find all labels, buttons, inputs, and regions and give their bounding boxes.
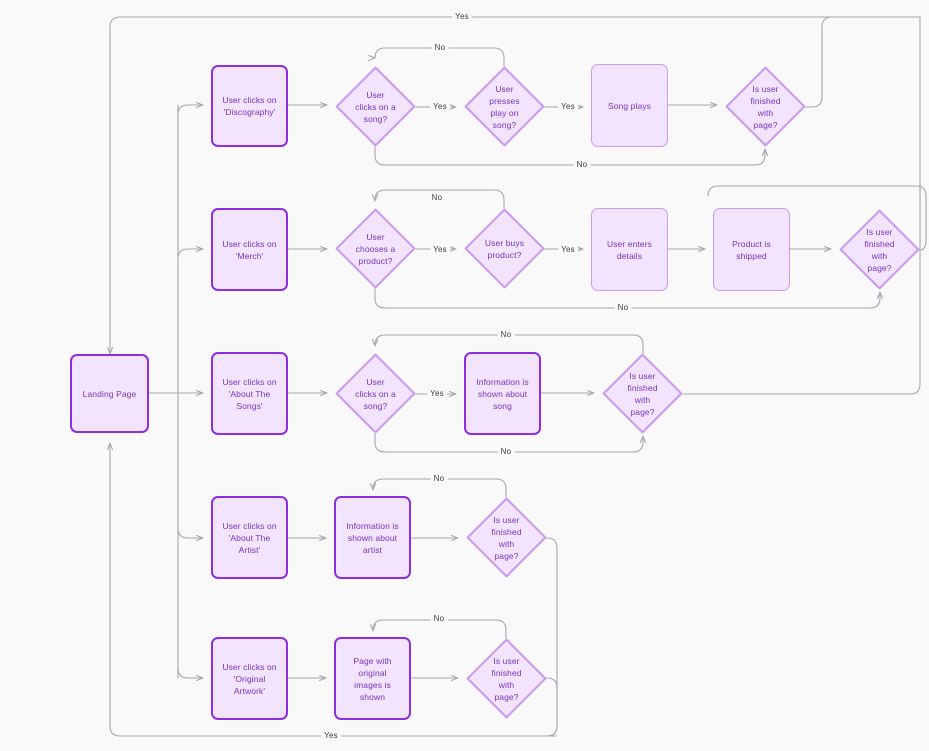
edge-label-r1-yes-1: Yes (430, 102, 450, 112)
node-is-user-finished-4[interactable]: Is user finished with page? (466, 497, 547, 578)
diamond-shape (464, 66, 545, 147)
node-user-clicks-about-the-songs-label: User clicks on 'About The Songs' (222, 376, 277, 411)
node-product-is-shipped-label: Product is shipped (732, 238, 771, 261)
node-user-chooses-a-product[interactable]: User chooses a product? (335, 208, 416, 289)
node-is-user-finished-1-label: Is user finished with page? (750, 83, 781, 130)
node-song-plays[interactable]: Song plays (591, 64, 668, 147)
node-user-clicks-about-the-artist[interactable]: User clicks on 'About The Artist' (211, 496, 288, 579)
node-information-shown-about-artist-label: Information is shown about artist (346, 520, 399, 555)
diamond-shape (602, 353, 683, 434)
diamond-shape (725, 66, 806, 147)
node-is-user-finished-4-label: Is user finished with page? (491, 514, 522, 561)
node-user-clicks-original-artwork[interactable]: User clicks on 'Original Artwork' (211, 637, 288, 720)
diamond-shape (464, 208, 545, 289)
node-landing-page-label: Landing Page (82, 388, 137, 399)
node-user-enters-details-label: User enters details (606, 238, 653, 261)
node-information-shown-about-song-label: Information is shown about song (476, 376, 529, 411)
diamond-shape (839, 209, 920, 290)
node-landing-page[interactable]: Landing Page (70, 354, 149, 433)
node-is-user-finished-2-label: Is user finished with page? (864, 226, 895, 273)
edge-label-r2-no-top: No (428, 193, 446, 203)
node-is-user-finished-2[interactable]: Is user finished with page? (839, 209, 920, 290)
edge-label-r5-no-top: No (430, 614, 448, 624)
diamond-shape (335, 208, 416, 289)
diamond-shape (335, 353, 416, 434)
node-user-clicks-about-the-artist-label: User clicks on 'About The Artist' (222, 520, 277, 555)
node-user-clicks-discography[interactable]: User clicks on 'Discography' (211, 65, 288, 147)
node-is-user-finished-5-label: Is user finished with page? (491, 655, 522, 702)
node-user-presses-play-label: User presses play on song? (489, 83, 520, 130)
diamond-shape (466, 638, 547, 719)
edge-label-r1-yes-2: Yes (558, 102, 578, 112)
edge-label-r3-no-bottom: No (497, 447, 515, 457)
node-is-user-finished-3-label: Is user finished with page? (627, 370, 658, 417)
edge-label-r2-yes-1: Yes (430, 245, 450, 255)
node-information-shown-about-artist[interactable]: Information is shown about artist (334, 496, 411, 579)
node-user-buys-product-label: User buys product? (484, 237, 525, 260)
node-is-user-finished-1[interactable]: Is user finished with page? (725, 66, 806, 147)
node-is-user-finished-5[interactable]: Is user finished with page? (466, 638, 547, 719)
node-user-clicks-on-a-song-1[interactable]: User clicks on a song? (335, 66, 416, 147)
edge-label-outer-yes-bottom: Yes (321, 731, 341, 741)
node-user-clicks-merch[interactable]: User clicks on 'Merch' (211, 208, 288, 291)
node-user-buys-product[interactable]: User buys product? (464, 208, 545, 289)
node-user-presses-play[interactable]: User presses play on song? (464, 66, 545, 147)
node-song-plays-label: Song plays (607, 100, 652, 111)
node-user-clicks-discography-label: User clicks on 'Discography' (222, 95, 277, 117)
node-information-shown-about-song[interactable]: Information is shown about song (464, 352, 541, 435)
node-user-clicks-on-a-song-2[interactable]: User clicks on a song? (335, 353, 416, 434)
node-page-with-original-images-label: Page with original images is shown (353, 655, 392, 702)
edge-label-r1-no-top: No (431, 43, 449, 53)
edge-label-r2-no-bottom: No (614, 303, 632, 313)
node-user-clicks-on-a-song-1-label: User clicks on a song? (355, 89, 396, 124)
edge-label-r3-no-top: No (497, 330, 515, 340)
node-user-clicks-merch-label: User clicks on 'Merch' (222, 238, 277, 261)
edge-label-r4-no-top: No (430, 474, 448, 484)
edge-label-r2-yes-2: Yes (558, 245, 578, 255)
node-user-clicks-on-a-song-2-label: User clicks on a song? (355, 376, 396, 411)
node-product-is-shipped[interactable]: Product is shipped (713, 208, 790, 291)
node-user-enters-details[interactable]: User enters details (591, 208, 668, 291)
node-user-clicks-original-artwork-label: User clicks on 'Original Artwork' (222, 661, 277, 696)
node-user-chooses-a-product-label: User chooses a product? (355, 231, 396, 266)
diamond-shape (466, 497, 547, 578)
edge-label-r1-no-bottom: No (573, 160, 591, 170)
node-page-with-original-images[interactable]: Page with original images is shown (334, 637, 411, 720)
edge-label-r3-yes-1: Yes (427, 389, 447, 399)
diamond-shape (335, 66, 416, 147)
node-user-clicks-about-the-songs[interactable]: User clicks on 'About The Songs' (211, 352, 288, 435)
edge-label-outer-yes-top: Yes (452, 12, 472, 22)
node-is-user-finished-3[interactable]: Is user finished with page? (602, 353, 683, 434)
